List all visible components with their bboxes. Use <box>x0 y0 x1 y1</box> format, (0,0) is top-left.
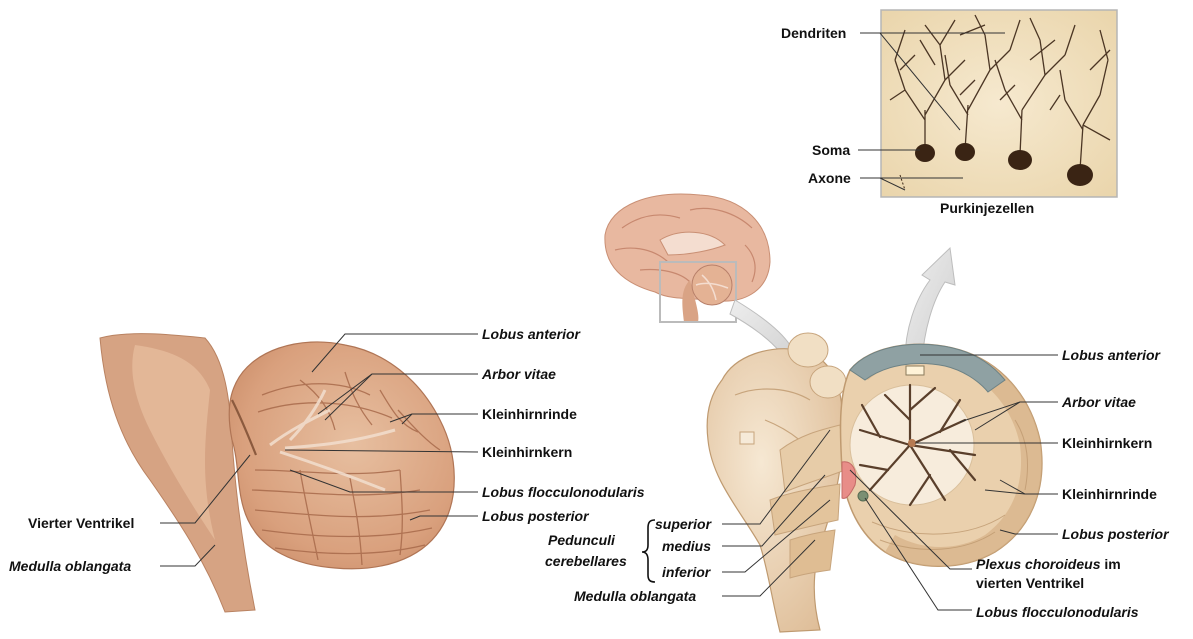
label-dendriten: Dendriten <box>781 25 846 41</box>
right-label-medulla-oblangata: Medulla oblangata <box>574 588 696 604</box>
right-label-kleinhirnrinde: Kleinhirnrinde <box>1062 486 1157 502</box>
plexus-italic: Plexus choroideus <box>976 556 1100 572</box>
label-pedunculi: Pedunculi <box>548 532 615 548</box>
inset-title: Purkinjezellen <box>940 200 1034 216</box>
pedunculi-brace <box>642 520 655 582</box>
left-label-lobus-posterior: Lobus posterior <box>482 508 589 524</box>
left-label-medulla-oblangata: Medulla oblangata <box>9 558 131 574</box>
cerebellum-specimen <box>100 334 454 612</box>
cortex-marker <box>906 366 924 375</box>
label-soma: Soma <box>812 142 850 158</box>
label-axone: Axone <box>808 170 851 186</box>
plexus-rest: im <box>1100 556 1120 572</box>
label-superior: superior <box>655 516 711 532</box>
right-label-lobus-posterior: Lobus posterior <box>1062 526 1169 542</box>
deep-nucleus <box>908 439 916 447</box>
left-label-kleinhirnrinde: Kleinhirnrinde <box>482 406 577 422</box>
left-label-arbor-vitae: Arbor vitae <box>482 366 556 382</box>
label-inferior: inferior <box>662 564 710 580</box>
cerebellum-specimen-body <box>229 342 454 569</box>
left-label-kleinhirnkern: Kleinhirnkern <box>482 444 572 460</box>
right-label-plexus-line2: vierten Ventrikel <box>976 575 1084 591</box>
left-label-lobus-flocculonodularis: Lobus flocculonodularis <box>482 484 645 500</box>
right-label-kleinhirnkern: Kleinhirnkern <box>1062 435 1152 451</box>
purkinje-inset <box>881 10 1117 197</box>
left-label-vierter-ventrikel: Vierter Ventrikel <box>28 515 134 531</box>
label-medius: medius <box>662 538 711 554</box>
right-label-plexus: Plexus choroideus im <box>976 556 1121 572</box>
right-label-lobus-anterior: Lobus anterior <box>1062 347 1160 363</box>
right-label-lobus-flocculonodularis: Lobus flocculonodularis <box>976 604 1139 620</box>
right-label-arbor-vitae: Arbor vitae <box>1062 394 1136 410</box>
label-cerebellares: cerebellares <box>545 553 627 569</box>
left-label-lobus-anterior: Lobus anterior <box>482 326 580 342</box>
brain-sagittal-thumbnail <box>605 194 770 322</box>
